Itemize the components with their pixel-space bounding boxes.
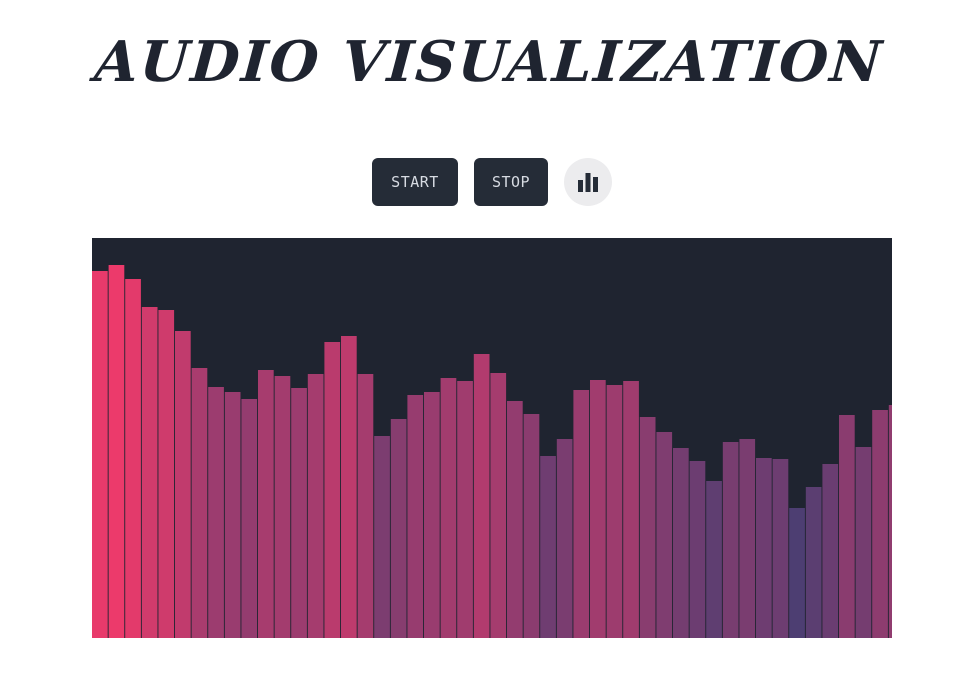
frequency-bar [590, 380, 606, 638]
frequency-bar [125, 279, 141, 638]
frequency-bar [307, 374, 324, 638]
frequency-bar [208, 387, 224, 638]
frequency-bar [606, 385, 623, 638]
frequency-bar [424, 392, 440, 638]
frequency-bar [92, 271, 108, 638]
frequency-bar [789, 508, 805, 638]
frequency-bars [92, 265, 892, 638]
page-title: AUDIO VISUALIZATION [92, 29, 886, 95]
frequency-bar [872, 410, 888, 638]
frequency-bar [639, 417, 656, 638]
frequency-bar [573, 390, 590, 638]
frequency-bar [324, 342, 341, 638]
frequency-bar [357, 374, 374, 638]
visualization-mode-button[interactable] [564, 158, 612, 206]
frequency-bar [507, 401, 523, 638]
frequency-bar [706, 481, 722, 638]
frequency-bar [540, 456, 556, 638]
frequency-bar [108, 265, 125, 638]
frequency-bar [457, 381, 473, 638]
frequency-bar [656, 432, 673, 638]
frequency-bar [822, 464, 839, 638]
frequency-bar [490, 373, 507, 638]
frequency-bar [224, 392, 241, 638]
frequency-bar [141, 307, 158, 638]
frequency-bar [241, 399, 258, 638]
frequency-bar [855, 447, 872, 638]
frequency-bar [341, 336, 357, 638]
bar-chart-icon [578, 173, 598, 192]
frequency-bar [839, 415, 855, 638]
frequency-bar [739, 439, 756, 638]
frequency-bar [390, 419, 407, 638]
frequency-bar [722, 442, 739, 638]
frequency-bar [772, 459, 789, 638]
stop-button[interactable]: STOP [474, 158, 548, 206]
frequency-bar [258, 370, 274, 638]
frequency-bar [805, 487, 822, 638]
frequency-bar [523, 414, 540, 638]
frequency-bar [175, 331, 191, 638]
frequency-bar [756, 458, 772, 638]
frequency-bar [291, 388, 307, 638]
start-button[interactable]: START [372, 158, 458, 206]
frequency-bar [191, 368, 208, 638]
frequency-bar [888, 405, 892, 638]
frequency-bar [623, 381, 639, 638]
frequency-bar [158, 310, 175, 638]
frequency-bar [374, 436, 390, 638]
frequency-bar [473, 354, 490, 638]
frequency-bar [689, 461, 706, 638]
frequency-bar [440, 378, 457, 638]
frequency-bar [673, 448, 689, 638]
audio-visualizer-canvas [92, 238, 892, 638]
controls-bar: START STOP [0, 158, 978, 206]
frequency-bar [407, 395, 424, 638]
frequency-bar [274, 376, 291, 638]
frequency-bar [556, 439, 573, 638]
